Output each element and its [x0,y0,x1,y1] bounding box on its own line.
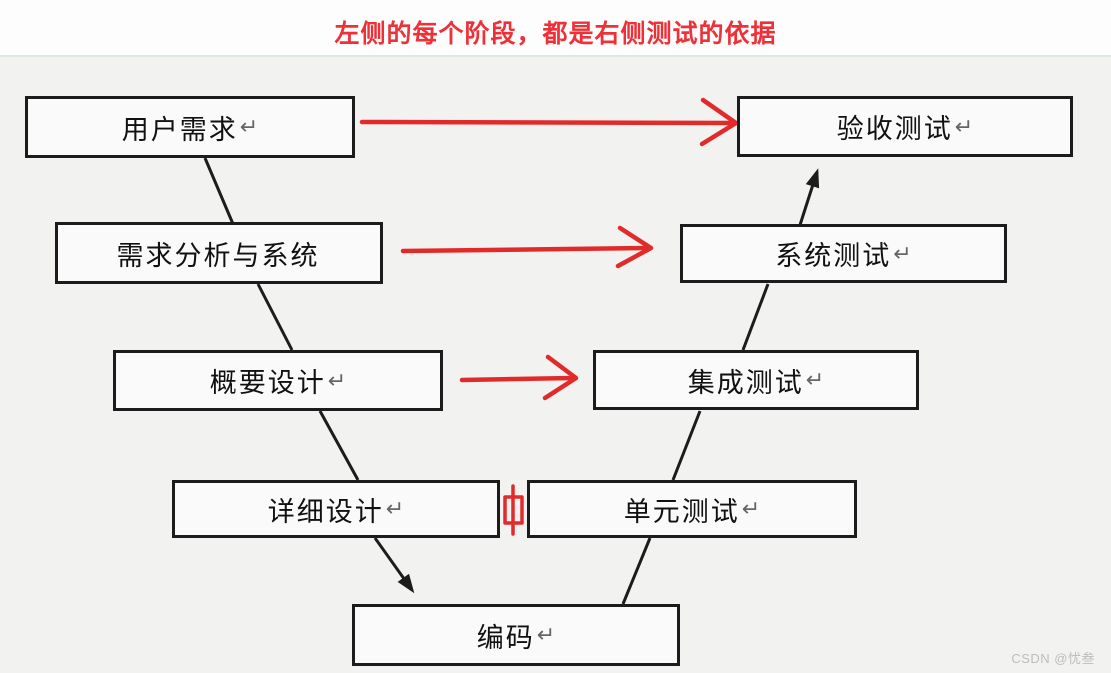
connector-integration-to-system [741,283,770,351]
node-system-testing: 系统测试↵ [680,224,1007,283]
watermark: CSDN @忧叁 [1011,651,1095,666]
paragraph-mark-icon: ↵ [327,367,347,393]
node-label: 集成测试 [687,367,804,398]
node-label: 验收测试 [836,114,953,144]
node-unit-testing: 单元测试↵ [527,480,857,538]
node-coding: 编码↵ [352,604,680,666]
red-arrow-user-req-to-acceptance [359,97,739,147]
paragraph-mark-icon: ↵ [805,367,825,392]
connector-user-req-to-analysis [203,157,235,225]
paragraph-mark-icon: ↵ [954,113,974,139]
node-high-level-design: 概要设计↵ [113,350,443,411]
node-detailed-design: 详细设计↵ [172,480,500,538]
node-requirements-analysis: 需求分析与系统 [55,222,383,284]
node-label: 系统测试 [775,241,892,271]
v-right-connectors [621,168,820,605]
paragraph-mark-icon: ↵ [893,240,912,266]
node-label: 用户需求 [121,114,238,145]
node-user-requirements: 用户需求↵ [25,96,355,158]
node-label: 详细设计 [267,496,384,527]
v-left-connectors [203,157,415,594]
connector-unit-to-integration [671,410,702,481]
connector-dld-to-coding-arrow [373,537,415,594]
red-basis-arrows [359,97,739,536]
node-label: 需求分析与系统 [116,240,320,271]
separator-line [0,55,1111,57]
paragraph-mark-icon: ↵ [536,622,556,647]
node-label: 概要设计 [209,368,326,398]
node-integration-testing: 集成测试↵ [593,350,919,410]
node-acceptance-testing: 验收测试↵ [737,96,1073,157]
red-arrow-analysis-to-system [400,225,654,269]
red-arrow-hld-to-integration [459,354,579,401]
node-label: 单元测试 [623,496,740,527]
red-arrow-dld-to-unit [503,484,524,536]
diagram-caption: 左侧的每个阶段，都是右侧测试的依据 [334,20,777,48]
connector-coding-to-unit [621,537,652,605]
paragraph-mark-icon: ↵ [239,114,259,139]
node-label: 编码 [476,622,535,653]
connector-analysis-to-hld [256,283,294,351]
paragraph-mark-icon: ↵ [741,496,761,521]
connector-system-to-acceptance-arrow [798,168,820,226]
connector-hld-to-dld [318,410,360,481]
paragraph-mark-icon: ↵ [385,496,405,521]
